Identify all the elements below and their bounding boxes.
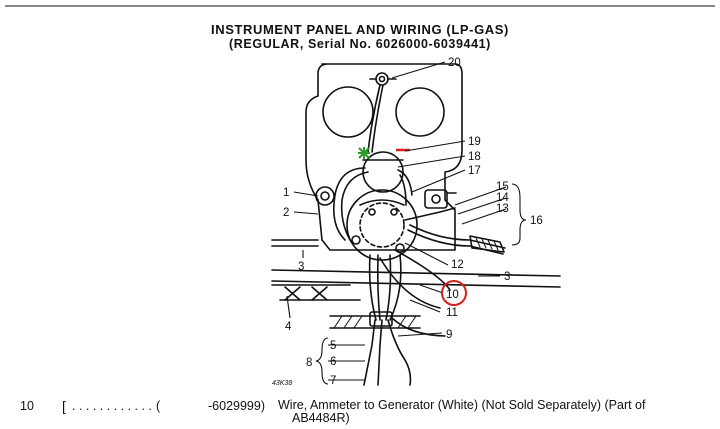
callout-12: 12: [451, 259, 464, 271]
diagram-title: INSTRUMENT PANEL AND WIRING (LP-GAS) (RE…: [0, 22, 720, 52]
callout-3-left: 3: [298, 261, 304, 273]
item-serial: -6029999): [208, 399, 265, 413]
right-gauge-opening: [395, 87, 445, 137]
figure-id: 43K38: [272, 380, 292, 387]
item-dots: . . . . . . . . . . . .: [72, 399, 152, 413]
callout-4: 4: [285, 321, 292, 333]
instrument-panel-outline: [305, 63, 463, 251]
title-line-1: INSTRUMENT PANEL AND WIRING (LP-GAS): [211, 22, 509, 37]
highlight-circle-10: [441, 280, 467, 306]
parts-list-row: 10 [ . . . . . . . . . . . . ( -6029999)…: [0, 394, 720, 429]
callout-17: 17: [468, 165, 481, 177]
callout-1: 1: [283, 187, 289, 199]
callout-7: 7: [330, 375, 336, 387]
green-plus-mark: [358, 147, 370, 159]
title-line-2: (REGULAR, Serial No. 6026000-6039441): [229, 37, 491, 51]
callout-14: 14: [496, 192, 509, 204]
callout-16: 16: [530, 215, 543, 227]
wiring-diagram: 20 19 18 17 1 2 15 14 13 16 3 12 3 10 11…: [5, 5, 715, 387]
callout-10: 10: [446, 289, 459, 301]
left-switch: [315, 186, 335, 206]
callout-20: 20: [448, 57, 461, 69]
left-gauge-opening: [322, 86, 374, 138]
wire-clip: [369, 311, 393, 327]
callout-19: 19: [468, 136, 481, 148]
right-switch-block: [424, 189, 448, 209]
callout-18: 18: [468, 151, 481, 163]
ammeter: [362, 151, 404, 193]
callout-11: 11: [446, 307, 458, 319]
callout-15: 15: [496, 181, 509, 193]
callout-5: 5: [330, 340, 336, 352]
item-number: 10: [20, 399, 34, 413]
callout-3-right: 3: [504, 271, 510, 283]
callout-2: 2: [283, 207, 289, 219]
panel-lamp: [375, 72, 389, 86]
callout-9: 9: [446, 329, 452, 341]
item-paren: (: [156, 399, 161, 413]
item-bracket: [: [62, 398, 66, 414]
callout-13: 13: [496, 203, 509, 215]
item-description: Wire, Ammeter to Generator (White) (Not …: [278, 398, 646, 412]
callout-6: 6: [330, 356, 336, 368]
callout-8: 8: [306, 357, 312, 369]
item-part-ref: AB4484R): [292, 411, 350, 425]
